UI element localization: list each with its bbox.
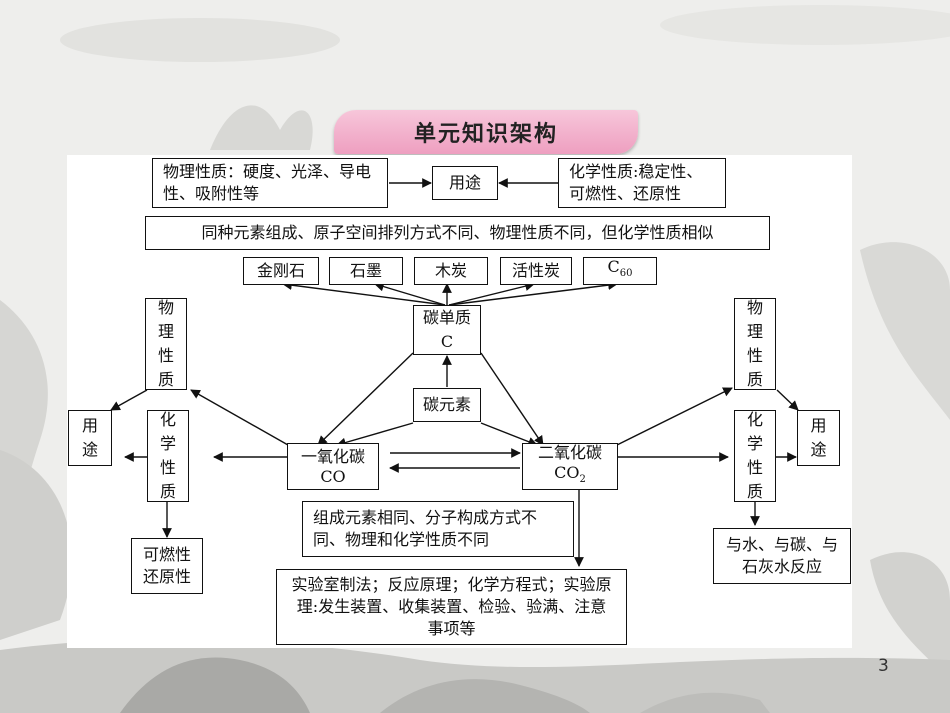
activated-carbon-box: 活性炭 xyxy=(500,257,572,285)
c60-box: C60 xyxy=(583,257,657,285)
arrow-physical-to-uses-left xyxy=(110,389,148,411)
co-co2-note-box: 组成元素相同、分子构成方式不同、物理和化学性质不同 xyxy=(302,501,574,557)
title-banner: 单元知识架构 xyxy=(334,110,638,154)
arrow-to-diamond xyxy=(282,280,446,306)
carbon-element-box: 碳元素 xyxy=(413,388,481,422)
arrow-simple-to-co xyxy=(317,352,414,446)
lab-note-box: 实验室制法；反应原理；化学方程式；实验原理:发生装置、收集装置、检验、验满、注意… xyxy=(276,569,627,645)
graphite-box: 石墨 xyxy=(329,257,403,285)
arrow-to-c60 xyxy=(448,280,618,306)
arrow-element-to-co xyxy=(336,422,414,448)
c60-subscript: 60 xyxy=(619,268,633,280)
arrow-to-graphite xyxy=(374,281,446,306)
arrow-co-to-physical xyxy=(190,389,289,446)
allotrope-note-box: 同种元素组成、原子空间排列方式不同、物理性质不同，但化学性质相似 xyxy=(145,216,770,250)
co2-subscript: 2 xyxy=(579,474,586,486)
page-number: 3 xyxy=(878,656,889,676)
co-box: 一氧化碳 CO xyxy=(287,443,379,490)
arrow-co2-to-physical xyxy=(616,387,733,446)
left-flammable-box: 可燃性还原性 xyxy=(131,538,203,594)
diamond-box: 金刚石 xyxy=(243,257,319,285)
arrow-to-activated-carbon xyxy=(448,281,535,306)
arrow-element-to-co2 xyxy=(480,422,538,447)
left-uses-box: 用途 xyxy=(68,410,112,466)
left-chemical-box: 化学性质 xyxy=(147,410,189,502)
uses-top-box: 用途 xyxy=(432,166,498,200)
carbon-simple-box: 碳单质 C xyxy=(413,305,481,355)
physical-props-box: 物理性质：硬度、光泽、导电性、吸附性等 xyxy=(152,158,388,208)
arrow-simple-to-co2 xyxy=(480,352,544,446)
left-physical-box: 物理性质 xyxy=(145,298,187,390)
connector-lines xyxy=(110,178,799,567)
right-reactions-box: 与水、与碳、与石灰水反应 xyxy=(713,528,851,584)
co2-box: 二氧化碳 CO2 xyxy=(522,443,618,490)
chemical-props-box: 化学性质:稳定性、可燃性、还原性 xyxy=(558,158,726,208)
arrow-physical-to-uses-right xyxy=(776,389,799,411)
right-chemical-box: 化学性质 xyxy=(734,410,776,502)
page-title: 单元知识架构 xyxy=(413,122,558,147)
charcoal-box: 木炭 xyxy=(414,257,488,285)
right-uses-box: 用途 xyxy=(797,410,840,466)
right-physical-box: 物理性质 xyxy=(734,298,776,390)
